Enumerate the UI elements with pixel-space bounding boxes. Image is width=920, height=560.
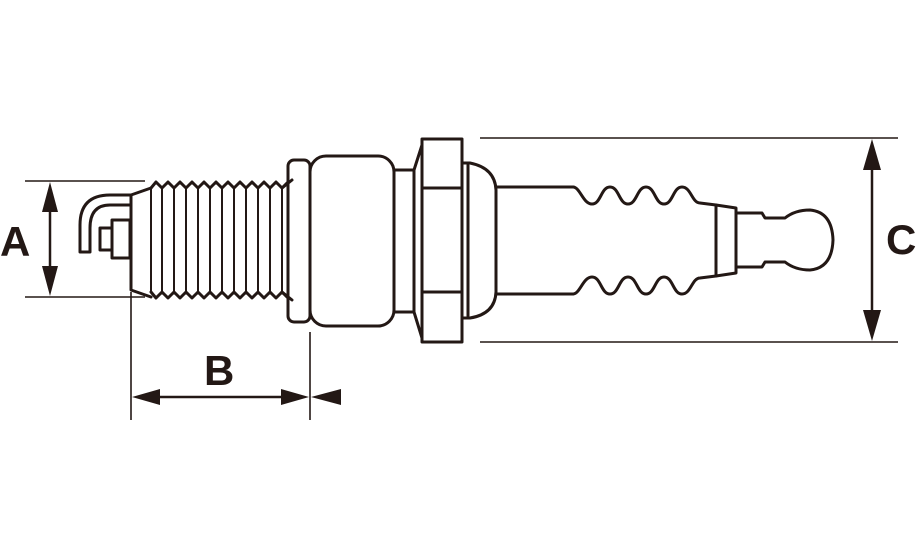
label-b: B [204,347,234,394]
hex-nut [420,137,464,344]
dimension-c: C [480,137,916,343]
dimension-b: B [130,292,341,420]
label-a: A [0,218,30,265]
insulator-ribs [571,185,718,207]
label-c: C [886,216,916,263]
center-electrode [98,218,132,260]
shell-neck [392,143,424,340]
dimension-a: A [0,180,145,298]
shell-body [308,154,396,328]
shell-crimp [460,161,498,320]
terminal-nut [734,208,835,272]
threaded-shell [129,178,294,302]
insulator [494,185,738,296]
ground-electrode [78,193,132,254]
